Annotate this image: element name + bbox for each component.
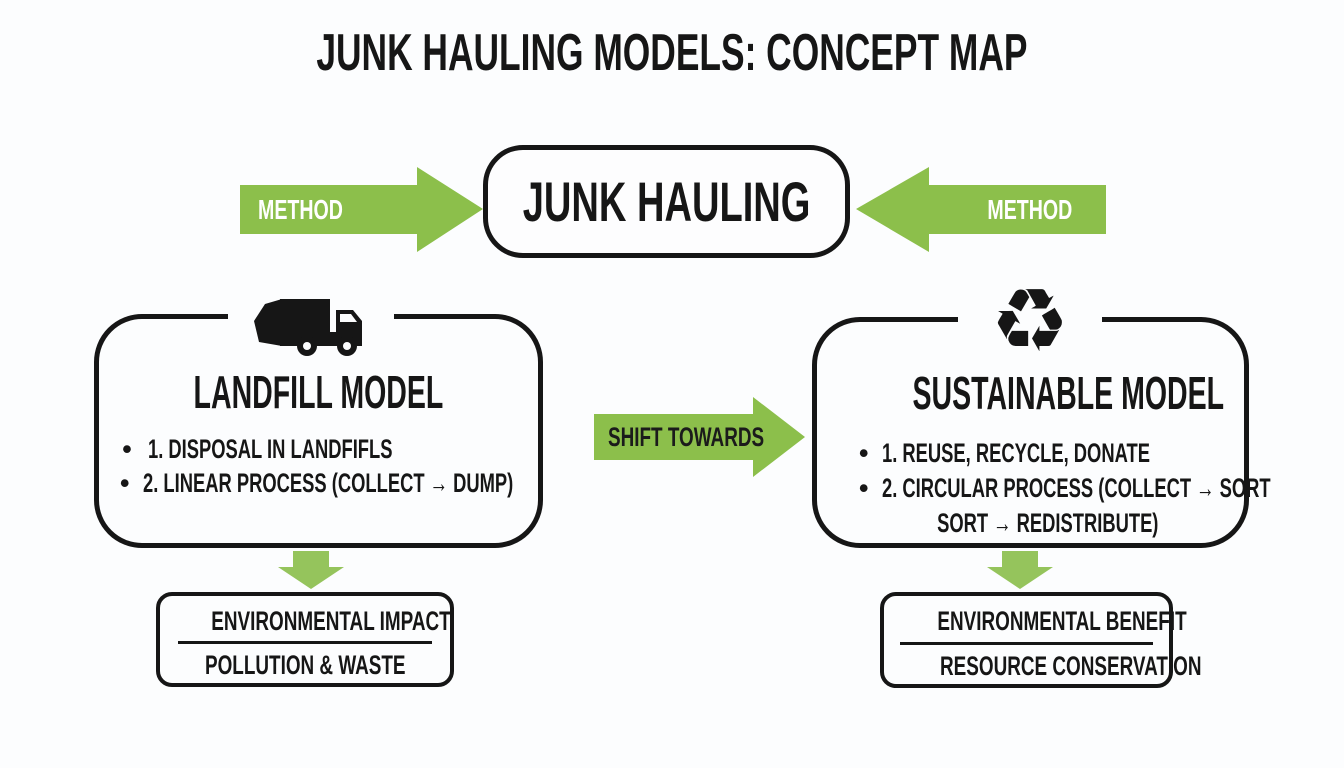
bullet-icon: • (120, 468, 130, 498)
sustainable-bullet-2-continued: SORT → REDISTRIBUTE) (936, 508, 1159, 538)
shift-towards-arrow: SHIFT TOWARDS (594, 397, 805, 477)
method-arrow-left-label: METHOD (258, 194, 343, 225)
landfill-bullet-list: • 1. DISPOSAL IN LANDFIFLS • 2. LINEAR P… (120, 436, 532, 497)
down-arrow-left (278, 551, 344, 589)
landfill-outcome-heading: ENVIRONMENTAL IMPACT (211, 606, 451, 636)
garbage-truck-icon (254, 298, 362, 356)
landfill-outcome-box: ENVIRONMENTAL IMPACT POLLUTION & WASTE (156, 592, 454, 687)
bullet-icon: • (122, 434, 132, 464)
list-item: • 2. LINEAR PROCESS (COLLECT → DUMP) (120, 470, 532, 497)
method-arrow-right: METHOD (856, 167, 1106, 252)
down-arrow-icon (987, 551, 1053, 589)
bullet-icon: • (859, 473, 869, 503)
bullet-icon: • (859, 438, 869, 468)
sustainable-model-box: SUSTAINABLE MODEL • 1. REUSE, RECYCLE, D… (812, 317, 1271, 548)
junk-hauling-node: JUNK HAULING (483, 145, 850, 258)
left-arrow-icon (856, 167, 1106, 252)
list-item: SORT → REDISTRIBUTE) (859, 510, 1236, 541)
sustainable-bullet-1: 1. REUSE, RECYCLE, DONATE (882, 438, 1151, 468)
sustainable-bullet-list: • 1. REUSE, RECYCLE, DONATE • 2. CIRCULA… (859, 440, 1271, 541)
sustainable-bullet-2: 2. CIRCULAR PROCESS (COLLECT → SORT (882, 473, 1272, 503)
page-title-text: JUNK HAULING MODELS: CONCEPT MAP (316, 24, 1028, 82)
down-arrow-icon (278, 551, 344, 589)
down-arrow-right (987, 551, 1053, 589)
divider (178, 641, 432, 644)
divider (900, 642, 1153, 645)
sustainable-outcome-heading: ENVIRONMENTAL BENEFIT (937, 606, 1187, 636)
recycle-icon: ♻ (990, 269, 1070, 372)
method-arrow-right-label: METHOD (987, 194, 1072, 225)
list-item: • 1. REUSE, RECYCLE, DONATE (859, 440, 1236, 467)
landfill-model-title: LANDFILL MODEL (193, 366, 444, 418)
landfill-outcome-value: POLLUTION & WASTE (204, 650, 406, 680)
sustainable-model-title: SUSTAINABLE MODEL (912, 367, 1225, 419)
landfill-model-box: LANDFILL MODEL • 1. DISPOSAL IN LANDFIFL… (94, 314, 543, 548)
landfill-bullet-2: 2. LINEAR PROCESS (COLLECT → DUMP) (143, 468, 514, 498)
sustainable-outcome-value: RESOURCE CONSERVATION (940, 651, 1202, 681)
right-arrow-icon (240, 167, 483, 252)
right-arrow-icon (594, 397, 805, 477)
sustainable-outcome-box: ENVIRONMENTAL BENEFIT RESOURCE CONSERVAT… (880, 592, 1202, 688)
page-title: JUNK HAULING MODELS: CONCEPT MAP (0, 26, 1344, 81)
landfill-bullet-1: 1. DISPOSAL IN LANDFIFLS (148, 434, 393, 464)
list-item: • 2. CIRCULAR PROCESS (COLLECT → SORT (859, 473, 1271, 503)
method-arrow-left: METHOD (240, 167, 483, 252)
sustainable-icon-chip: ♻ (958, 269, 1102, 372)
list-item: • 1. DISPOSAL IN LANDFIFLS (120, 436, 532, 463)
landfill-icon-chip (228, 289, 394, 362)
junk-hauling-node-label: JUNK HAULING (522, 170, 811, 233)
shift-towards-label: SHIFT TOWARDS (608, 422, 765, 452)
